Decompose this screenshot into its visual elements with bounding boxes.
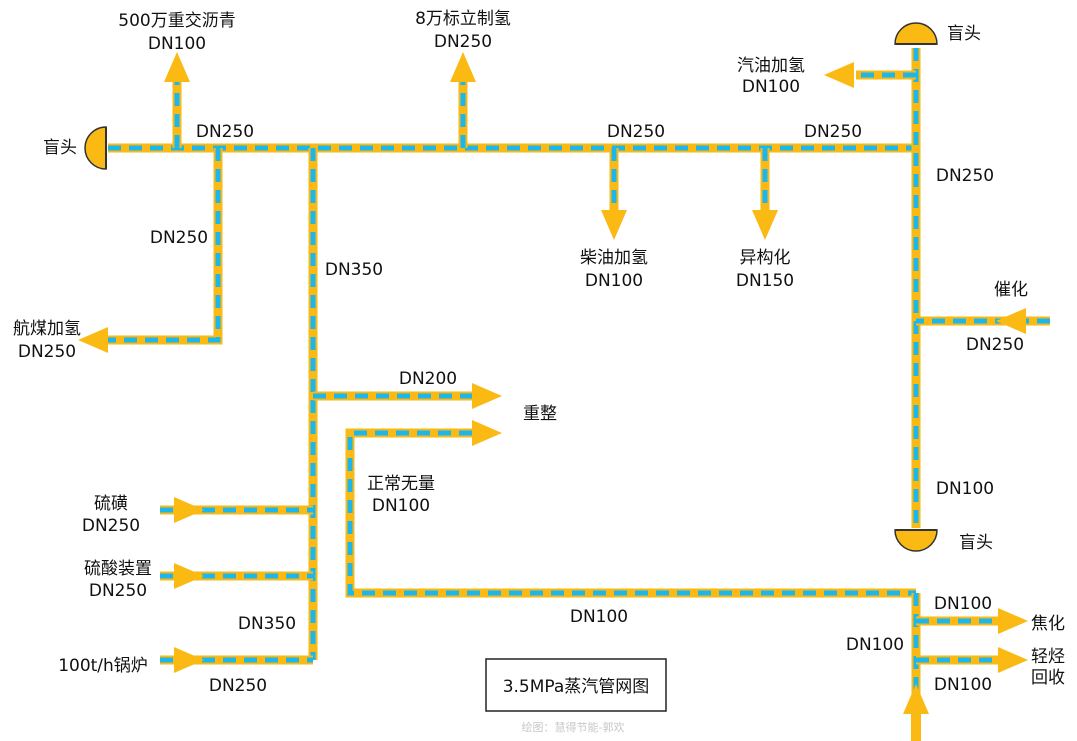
bottom-inlet-tail <box>911 712 921 741</box>
light-hc-unit-label-1: 轻烃 <box>1031 647 1065 667</box>
light-hc-unit-label-2: 回收 <box>1031 668 1065 688</box>
boiler-dn-label: DN250 <box>209 676 267 696</box>
gasoline-dn-label: DN100 <box>742 77 800 97</box>
bypass-loop-pipe <box>345 428 916 598</box>
fcc-dn-label: DN250 <box>966 335 1024 355</box>
left-blind-cap <box>84 126 107 170</box>
bypass-arrow <box>472 420 502 446</box>
left-branch-dn-label: DN250 <box>150 228 208 248</box>
jet-fuel-branch-pipe <box>108 148 223 345</box>
isomerization-arrow <box>752 210 778 240</box>
acid-dn-label: DN250 <box>89 581 147 601</box>
title-frame <box>485 658 667 712</box>
hydrogen-dn-label: DN250 <box>434 32 492 52</box>
bottom-inlet-arrow <box>903 684 929 714</box>
watermark: 绘图：慧得节能-郭欢 <box>522 720 625 734</box>
coking-arrow <box>998 608 1028 634</box>
main-dn-right-label: DN250 <box>804 122 862 142</box>
light-hc-arrow <box>998 647 1028 673</box>
normal-no-flow-label: 正常无量 <box>367 474 435 494</box>
jet-fuel-unit-label: 航煤加氢 <box>13 319 81 339</box>
acid-unit-label: 硫酸装置 <box>84 559 152 579</box>
acid-arrow <box>174 563 204 589</box>
coking-unit-label: 焦化 <box>1031 614 1065 634</box>
pipe-network <box>108 48 1050 712</box>
fcc-arrow <box>996 308 1026 334</box>
sulfur-arrow <box>174 497 204 523</box>
main-dn-left-label: DN250 <box>196 122 254 142</box>
light-hc-dn-label: DN100 <box>934 675 992 695</box>
blind-caps <box>84 22 938 552</box>
bottom-right-vertical-dn-label: DN100 <box>846 635 904 655</box>
reform-dn-label: DN200 <box>399 369 457 389</box>
vertical-dn350-bottom-label: DN350 <box>238 614 296 634</box>
asphalt-arrow <box>164 52 190 82</box>
main-dn-mid-label: DN250 <box>607 122 665 142</box>
top-right-blind-label: 盲头 <box>947 24 981 44</box>
vertical-dn350-top-label: DN350 <box>325 260 383 280</box>
boiler-arrow <box>174 647 204 673</box>
labels: 500万重交沥青 DN100 8万标立制氢 DN250 盲头 DN250 DN2… <box>13 9 1065 696</box>
right-vertical-dn-label: DN250 <box>936 166 994 186</box>
diagram-title: 3.5MPa蒸汽管网图 <box>503 677 650 697</box>
boiler-unit-label: 100t/h锅炉 <box>58 656 148 676</box>
bottom-right-blind-cap <box>894 529 938 552</box>
left-blind-label: 盲头 <box>43 138 77 158</box>
diesel-dn-label: DN100 <box>585 271 643 291</box>
reform-unit-label: 重整 <box>523 404 557 424</box>
title-box: 3.5MPa蒸汽管网图 <box>485 658 667 712</box>
gasoline-unit-label: 汽油加氢 <box>737 56 805 76</box>
diesel-unit-label: 柴油加氢 <box>580 248 648 268</box>
bottom-line-dn-label: DN100 <box>570 607 628 627</box>
arrow-heads <box>78 52 1028 741</box>
diesel-arrow <box>601 210 627 240</box>
asphalt-unit-label: 500万重交沥青 <box>118 11 235 31</box>
jet-fuel-dn-label: DN250 <box>18 342 76 362</box>
jet-fuel-arrow <box>78 327 108 353</box>
bottom-right-blind-label: 盲头 <box>959 533 993 553</box>
gasoline-arrow <box>824 62 854 88</box>
hydrogen-unit-label: 8万标立制氢 <box>415 9 511 29</box>
asphalt-dn-label: DN100 <box>148 34 206 54</box>
sulfur-unit-label: 硫磺 <box>94 494 128 514</box>
normal-dn-label: DN100 <box>372 496 430 516</box>
fcc-unit-label: 催化 <box>994 280 1028 300</box>
isomerization-dn-label: DN150 <box>736 271 794 291</box>
hydrogen-arrow <box>450 52 476 82</box>
isomerization-unit-label: 异构化 <box>740 248 791 268</box>
sulfur-dn-label: DN250 <box>82 516 140 536</box>
coking-dn-label: DN100 <box>934 594 992 614</box>
reform-arrow <box>472 383 502 409</box>
top-right-blind-cap <box>894 22 938 45</box>
right-lower-dn-label: DN100 <box>936 479 994 499</box>
